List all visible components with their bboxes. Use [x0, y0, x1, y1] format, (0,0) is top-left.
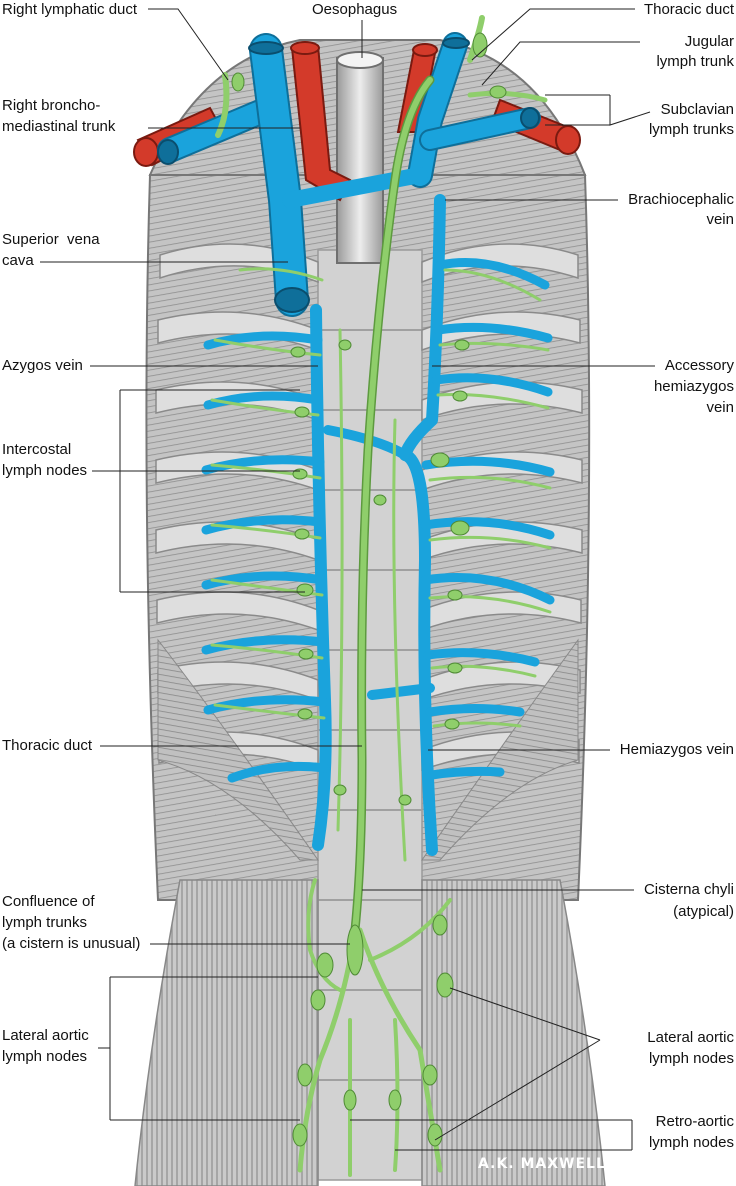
vessel-ends	[157, 37, 540, 313]
artist-signature: A.K. MAXWELL	[478, 1156, 606, 1172]
label-subclavian-2: lymph trunks	[648, 121, 734, 138]
oesophagus	[336, 57, 384, 264]
label-confluence-2: lymph trunks	[2, 914, 88, 931]
label-right-lymphatic-duct: Right lymphatic duct	[2, 1, 138, 18]
label-lat-aortic-left-2: lymph nodes	[2, 1048, 88, 1065]
label-svc-2: cava	[2, 252, 34, 269]
label-confluence-1: Confluence of	[2, 893, 95, 910]
leader-lines	[40, 8, 655, 1151]
leader-subclavian-bracket	[609, 95, 651, 126]
label-lat-aortic-left-1: Lateral aortic	[2, 1027, 89, 1044]
label-jugular-trunk-1: Jugular	[684, 33, 734, 50]
leader-jugular-trunk	[481, 41, 640, 86]
psoas-right	[421, 879, 606, 1186]
label-retro-aortic-1: Retro-aortic	[655, 1113, 734, 1130]
label-subclavian-1: Subclavian	[660, 101, 734, 118]
label-thoracic-duct-mid: Thoracic duct	[2, 737, 93, 754]
label-accessory-3: vein	[706, 399, 734, 416]
label-thoracic-duct-top: Thoracic duct	[643, 1, 734, 18]
label-intercostal-1: Intercostal	[2, 441, 72, 458]
psoas-left	[134, 879, 319, 1186]
label-cisterna-1: Cisterna chyli	[643, 881, 734, 898]
label-retro-aortic-2: lymph nodes	[648, 1134, 734, 1151]
diaphragm-left	[157, 638, 319, 861]
label-brachiocephalic-1: Brachiocephalic	[628, 191, 734, 208]
label-accessory-1: Accessory	[664, 357, 734, 374]
leader-lat-aortic-right-b	[434, 1039, 601, 1141]
label-lat-aortic-right-2: lymph nodes	[648, 1050, 734, 1067]
label-hemiazygos: Hemiazygos vein	[619, 741, 734, 758]
label-oesophagus: Oesophagus	[312, 1, 398, 18]
label-cisterna-2: (atypical)	[673, 903, 734, 920]
leader-right-lymphatic-duct	[148, 8, 229, 81]
label-right-broncho-1: Right broncho-	[2, 97, 101, 114]
veins	[157, 32, 555, 856]
label-confluence-3: (a cistern is unusual)	[2, 935, 141, 952]
leader-lat-aortic-right-a	[449, 987, 601, 1041]
lymph-nodes	[231, 32, 507, 1147]
label-brachiocephalic-2: vein	[706, 211, 734, 228]
label-accessory-2: hemiazygos	[653, 378, 734, 395]
label-lat-aortic-right-1: Lateral aortic	[647, 1029, 734, 1046]
label-azygos: Azygos vein	[2, 357, 83, 374]
label-right-broncho-2: mediastinal trunk	[2, 118, 116, 135]
leader-thoracic-duct-top	[471, 8, 635, 61]
label-svc-1: Superior vena	[2, 231, 100, 248]
label-intercostal-2: lymph nodes	[2, 462, 88, 479]
vertebral-bodies	[318, 329, 422, 1081]
label-jugular-trunk-2: lymph trunk	[656, 53, 734, 70]
